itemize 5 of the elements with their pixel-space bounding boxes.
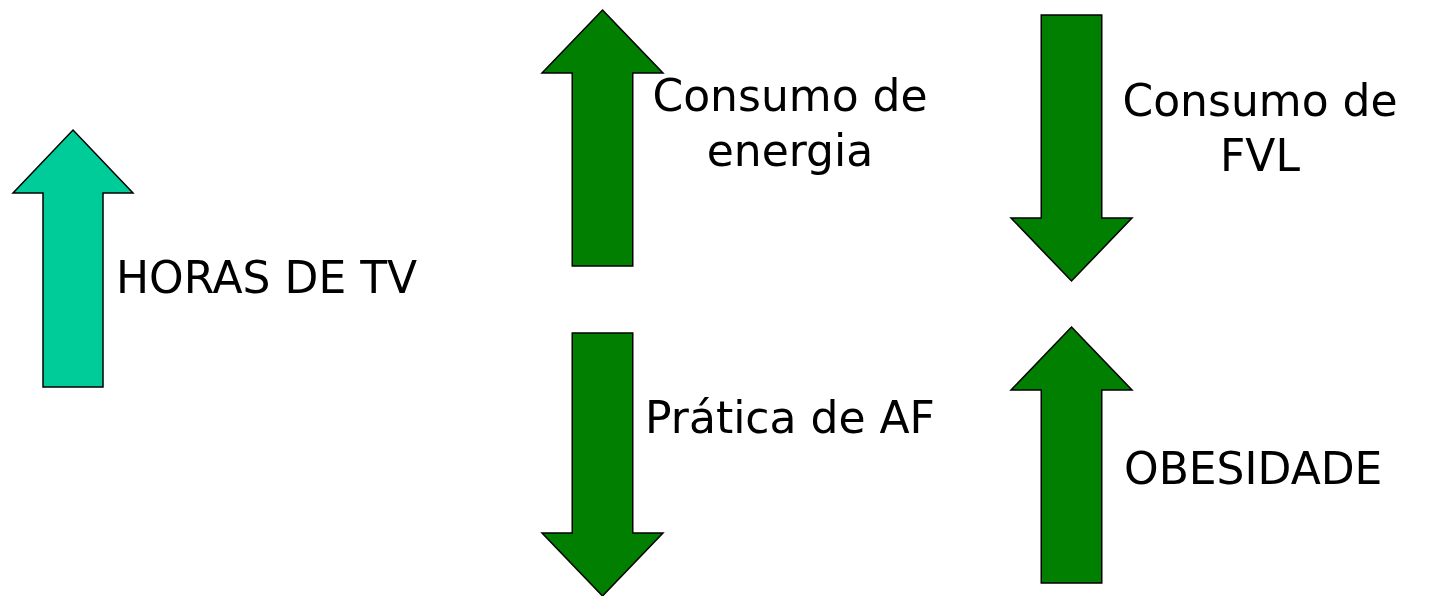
arrow-label: Prática de AF (644, 391, 936, 445)
arrow-label: OBESIDADE (1124, 442, 1384, 496)
arrow-label: Consumo de energia (651, 69, 929, 178)
arrow-label: HORAS DE TV (116, 251, 419, 305)
arrow-label: Consumo de FVL (1121, 74, 1399, 183)
